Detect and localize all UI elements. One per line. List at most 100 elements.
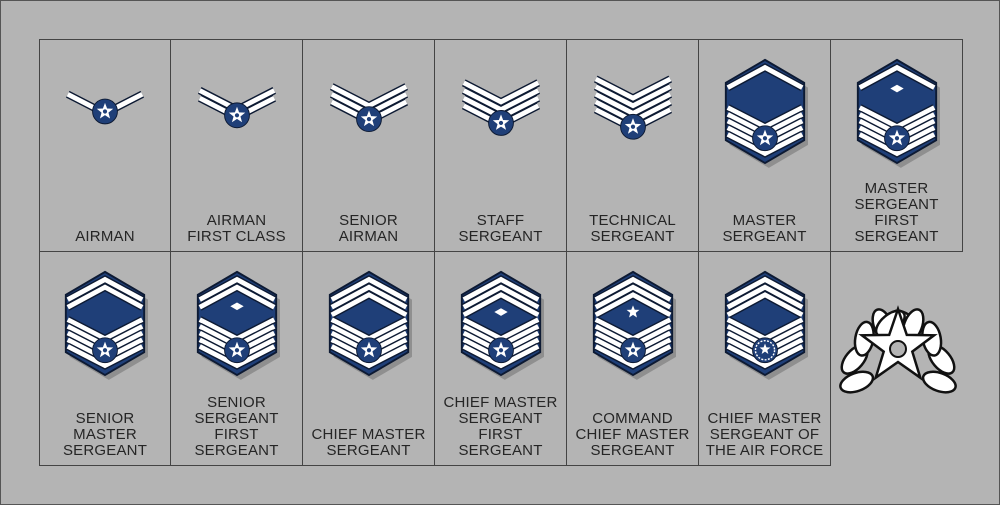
rank-label-line: CHIEF MASTER: [575, 426, 690, 443]
insignia-icon: [64, 270, 148, 380]
chevron-stripe: [330, 84, 407, 109]
rank-label-line: FIRST: [214, 426, 259, 443]
insignia-icon: [592, 270, 676, 380]
diamond-icon: [493, 308, 508, 316]
upper-chevron-stripe: [66, 284, 144, 310]
rank-label-line: SERGEANT OF: [709, 426, 820, 443]
lower-chevron-stripe: [330, 344, 407, 369]
rank-label-line: SERGEANT: [854, 228, 939, 245]
lower-chevron-stripe: [462, 344, 539, 369]
chevron-stripe: [594, 76, 671, 101]
upper-chevron-stripe: [198, 284, 275, 310]
upper-chevron-stripe: [462, 292, 539, 317]
rank-label-line: THE AIR FORCE: [705, 442, 824, 459]
upper-chevron-stripe: [462, 284, 539, 310]
rank-label-line: SERGEANT: [458, 228, 543, 245]
upper-chevron-stripe: [726, 276, 803, 302]
chevron-stripe: [594, 92, 671, 117]
rank-label-line: FIRST CLASS: [187, 228, 286, 245]
upper-chevron-stripe: [726, 64, 803, 90]
upper-chevron-stripe: [330, 276, 407, 302]
laurel-leaf: [921, 370, 957, 394]
upper-chevron-stripe: [726, 292, 803, 317]
lower-chevron-stripe: [594, 344, 671, 369]
lower-chevron-stripe: [858, 132, 935, 157]
rank-label-line: SERGEANT: [194, 410, 279, 427]
upper-chevron-stripe: [66, 276, 144, 302]
insignia-icon: [65, 90, 145, 125]
lower-chevron-stripe: [726, 132, 803, 157]
insignia-icon: [856, 58, 940, 168]
laurel-leaf: [839, 370, 875, 394]
rank-label-line: SERGEANT: [458, 442, 543, 459]
rank-label: AIRMAN: [40, 229, 170, 245]
rank-label-line: MASTER: [73, 426, 137, 443]
rank-label-line: SERGEANT: [326, 442, 411, 459]
rank-label-line: FIRST: [478, 426, 523, 443]
rank-label-line: SERGEANT: [854, 196, 939, 213]
rank-label-line: AIRMAN: [75, 228, 135, 245]
rank-label-line: COMMAND: [592, 410, 673, 427]
star-wreath-icon: [839, 305, 957, 394]
rank-label-line: SERGEANT: [590, 228, 675, 245]
rank-label-line: SERGEANT: [590, 442, 675, 459]
rank-label-line: FIRST: [874, 212, 919, 229]
insignia-icon: [593, 75, 672, 140]
rank-label-line: AIRMAN: [338, 228, 399, 245]
upper-chevron-stripe: [594, 276, 671, 302]
upper-chevron-stripe: [594, 292, 671, 317]
rank-label-line: SERGEANT: [458, 410, 543, 427]
rank-label-line: CHIEF MASTER: [443, 394, 558, 411]
rank-label-line: SERGEANT: [722, 228, 807, 245]
rank-label-line: CHIEF MASTER: [311, 426, 426, 443]
upper-chevron-stripe: [858, 64, 935, 90]
rank-label-line: SENIOR: [339, 212, 398, 229]
rank-label-line: AIRMAN: [206, 212, 267, 229]
rank-label-line: SENIOR: [207, 394, 266, 411]
chevron-stripe: [462, 88, 539, 113]
chevron-stripe: [594, 84, 671, 109]
insignia-icon: [724, 270, 808, 380]
upper-chevron-stripe: [198, 276, 275, 302]
diamond-icon: [889, 84, 904, 93]
lower-chevron-stripe: [726, 344, 803, 369]
lower-chevron-stripe: [66, 344, 144, 369]
rank-cell: AIRMAN: [39, 39, 171, 252]
insignia-icon: [197, 87, 276, 129]
chevron-stripe: [462, 80, 539, 105]
rank-label-line: SERGEANT: [62, 442, 148, 459]
upper-chevron-stripe: [594, 284, 671, 310]
wreath-seal-icon: [754, 339, 775, 361]
insignia-icon: [724, 58, 808, 168]
wreath-cell: [831, 252, 963, 466]
insignia-icon: [461, 79, 540, 136]
insignia-icon: [196, 270, 280, 380]
star-icon: [626, 305, 639, 318]
rank-label-line: SERGEANT: [194, 442, 279, 459]
star-center: [889, 340, 907, 358]
upper-chevron-stripe: [330, 292, 407, 317]
insignia-icon: [328, 270, 412, 380]
upper-chevron-stripe: [330, 284, 407, 310]
rank-label-line: MASTER: [864, 180, 929, 197]
